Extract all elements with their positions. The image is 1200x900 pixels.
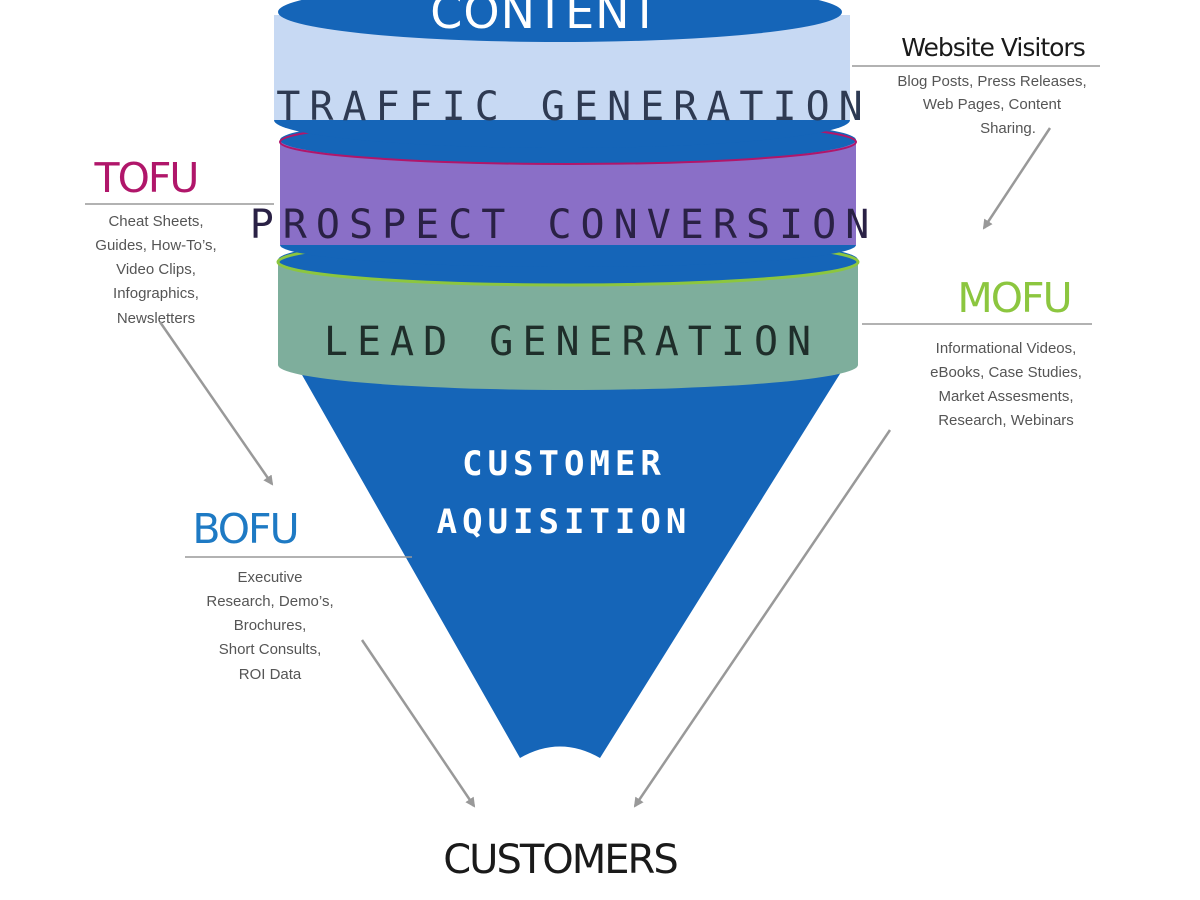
prospect-conversion-label: PROSPECT CONVERSION [250,202,879,248]
website-visitors-line-2: Web Pages, Content [923,96,1062,113]
tofu-group: TOFU Cheat Sheets, Guides, How-To’s, Vid… [85,154,274,486]
website-visitors-line-1: Blog Posts, Press Releases, [897,73,1086,90]
bofu-line-2: Research, Demo’s, [206,593,333,610]
content-title: CONTENT [430,0,659,39]
lead-generation-label: LEAD GENERATION [324,319,820,365]
website-visitors-arrow [982,127,1052,230]
bofu-line-1: Executive [237,569,302,586]
tofu-line-2: Guides, How-To’s, [95,237,216,254]
mofu-title: MOFU [957,274,1070,322]
bofu-line-4: Short Consults, [219,641,322,658]
bofu-line-5: ROI Data [239,666,302,683]
website-visitors-group: Website Visitors Blog Posts, Press Relea… [852,33,1100,230]
bofu-title: BOFU [192,505,297,553]
tofu-title: TOFU [94,154,198,202]
traffic-generation-label: TRAFFIC GENERATION [276,84,871,130]
customer-acquisition-cone [285,345,858,758]
bofu-arrow [360,639,476,808]
website-visitors-line-3: Sharing. [980,120,1036,137]
website-visitors-title: Website Visitors [901,33,1084,62]
tofu-line-5: Newsletters [117,310,195,327]
prospect-conversion-band: PROSPECT CONVERSION [250,116,879,267]
customer-acquisition-line-2: AQUISITION [437,502,692,542]
bofu-line-3: Brochures, [234,617,307,634]
mofu-arrow [633,429,892,808]
customer-acquisition-line-1: CUSTOMER [462,444,666,484]
tofu-line-4: Infographics, [113,285,199,302]
bofu-group: BOFU Executive Research, Demo’s, Brochur… [185,505,476,808]
mofu-group: MOFU Informational Videos, eBooks, Case … [633,274,1092,808]
tofu-line-1: Cheat Sheets, [108,213,203,230]
mofu-line-4: Research, Webinars [938,412,1074,429]
traffic-generation-band: TRAFFIC GENERATION [274,0,871,148]
mofu-line-3: Market Assesments, [938,388,1073,405]
mofu-line-2: eBooks, Case Studies, [930,364,1082,381]
mofu-line-1: Informational Videos, [936,340,1077,357]
customers-label: CUSTOMERS [443,837,677,883]
tofu-line-3: Video Clips, [116,261,196,278]
tofu-arrow [158,321,274,486]
content-top-ellipse [278,0,842,42]
